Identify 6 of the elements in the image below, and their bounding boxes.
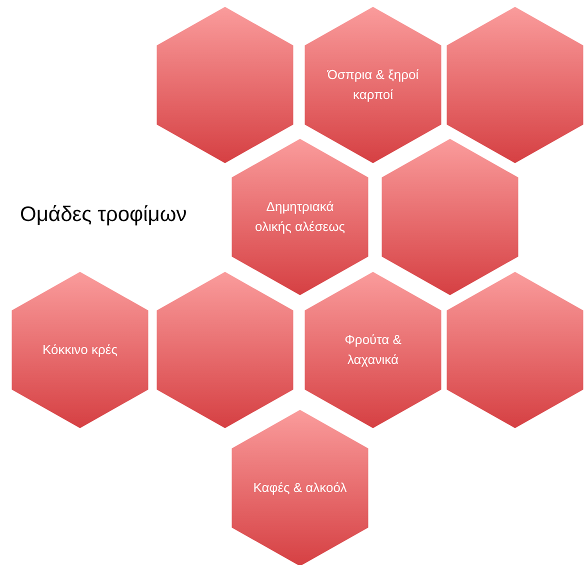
hexagon-label: Καφές & αλκοόλ xyxy=(252,479,348,497)
hexagon-label: Κόκκινο κρές xyxy=(42,341,118,359)
hexagon-label: Δημητριακά ολικής αλέσεως xyxy=(254,198,346,236)
hexagon-label: Φρούτα & λαχανικά xyxy=(344,331,402,369)
hexagon-label: Όσπρια & ξηροί καρποί xyxy=(326,66,420,104)
title: Ομάδες τροφίμων xyxy=(20,203,187,227)
